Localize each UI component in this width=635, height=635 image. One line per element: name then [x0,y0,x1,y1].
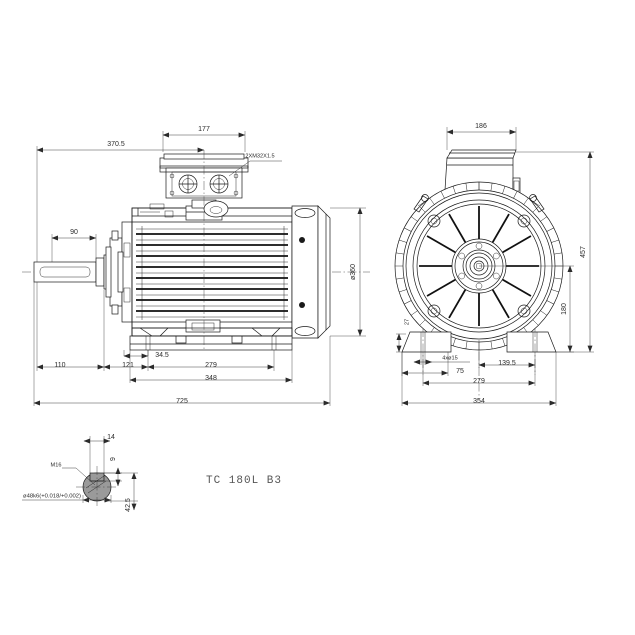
mounting-feet [129,327,293,351]
cable-gland-right [209,174,229,194]
dim-label-354: 354 [473,398,485,405]
dimension-360: ø360 [330,207,366,337]
terminal-box-side [159,150,249,350]
drive-end-bracket [105,221,133,323]
dimension-370-5: 370.5 [36,141,205,262]
dimension-457: 457 [516,151,594,353]
drawing-title: TC 180L B3 [206,475,282,487]
dim-label-9: 9 [110,457,117,461]
fan-cover-housing [291,205,331,339]
dimension-row-110-121-279: 110 121 279 [36,282,275,371]
dim-label-27: 27 [404,319,410,325]
dim-label-279-front: 279 [473,378,485,385]
dim-label-34-5: 34.5 [155,352,169,359]
dimension-m16: M16 [51,462,96,486]
dim-label-279: 279 [205,362,217,369]
dim-label-121: 121 [122,362,134,369]
dimension-34-5: 34.5 [123,350,169,359]
dim-label-186: 186 [475,123,487,130]
dim-label-139-5: 139.5 [498,360,516,367]
cable-gland-left [178,174,198,194]
dim-label-90: 90 [70,229,78,236]
dimension-354: 354 [401,352,557,406]
dim-label-shaft-diameter: ø48k6(+0.018/+0.002) [23,493,81,499]
motor-frame-body [131,199,293,337]
side-elevation-view: 177 370.5 2XM32X1.5 ø360 90 [22,126,370,406]
dim-label-348: 348 [205,375,217,382]
dimension-348: 348 [129,350,293,383]
dimension-4x15: 4xø15 [413,352,470,365]
dim-label-370-5: 370.5 [107,141,125,148]
dim-label-177: 177 [198,126,210,133]
dimension-14: 14 [83,434,115,473]
dimension-725: 725 [33,282,331,406]
dimension-279-front: 279 [422,352,536,386]
dim-label-m16: M16 [51,462,62,468]
fin-teeth-group [395,182,563,350]
lifting-eyebolt-left [413,194,429,213]
dim-label-42-5: 42.5 [125,498,132,512]
shaft-extension [33,254,111,290]
dim-label-725: 725 [176,398,188,405]
dimension-shaft-diameter: ø48k6(+0.018/+0.002) [22,493,112,503]
dim-label-180: 180 [561,303,568,315]
dimension-27: 27 [396,319,410,353]
dim-label-gland: 2XM32X1.5 [245,153,274,159]
dimension-180: 180 [479,265,574,353]
dimension-177: 177 [162,126,246,152]
dim-label-4x15: 4xø15 [442,355,458,361]
dimension-gland-thread: 2XM32X1.5 [228,153,282,177]
shaft-end-detail-view: M16 14 9 42.5 ø48k6(+ [22,434,138,512]
dim-label-75: 75 [456,368,464,375]
lifting-eyebolt-right [529,194,545,213]
dimension-186: 186 [446,123,517,150]
dimension-90: 90 [51,229,97,262]
dim-label-360: ø360 [350,264,357,280]
dimension-139-5: 139.5 [478,340,536,368]
cooling-fins [136,226,288,320]
dim-label-110: 110 [54,362,65,369]
dim-label-457: 457 [580,246,587,258]
front-elevation-view: 186 457 180 27 4xø15 [394,123,594,406]
dim-label-14: 14 [107,434,115,441]
